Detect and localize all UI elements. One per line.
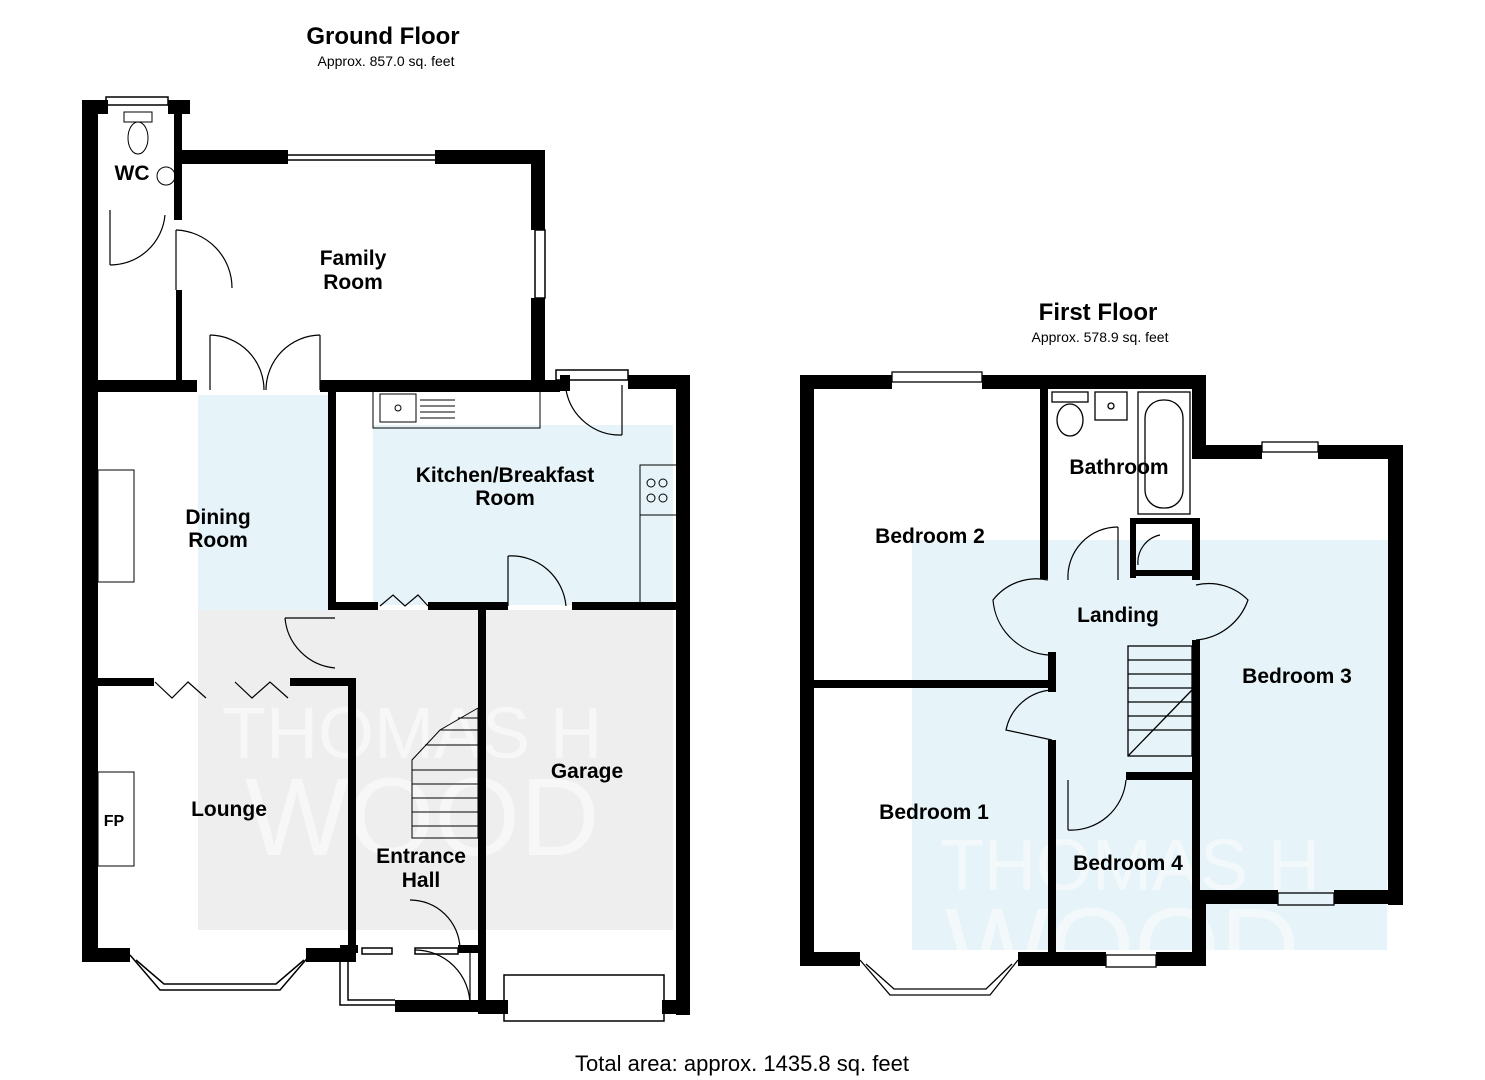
room-entrance-1: Entrance	[376, 845, 466, 868]
first-floor-shading	[912, 540, 1390, 950]
first-floor-fittings	[859, 371, 1335, 996]
room-bedroom-2: Bedroom 2	[875, 525, 985, 548]
ground-floor-shading	[198, 395, 673, 930]
first-floor-doors	[992, 526, 1249, 831]
ground-floor-labels: Ground Floor Approx. 857.0 sq. feet WC F…	[104, 23, 623, 892]
room-bedroom-3: Bedroom 3	[1242, 665, 1352, 688]
ground-floor-windows	[105, 96, 665, 1022]
room-kitchen-2: Room	[475, 487, 535, 510]
room-family-2: Room	[323, 271, 383, 294]
room-entrance-2: Hall	[402, 869, 441, 892]
first-floor-walls	[800, 375, 1403, 966]
fireplace-label: FP	[104, 813, 125, 830]
first-floor-title: First Floor	[1039, 299, 1158, 326]
room-bedroom-4: Bedroom 4	[1073, 852, 1183, 875]
watermark-line2-first: WOOD	[945, 886, 1299, 1009]
room-kitchen-1: Kitchen/Breakfast	[416, 464, 595, 487]
watermark-first: THOMAS H WOOD	[940, 826, 1320, 1009]
room-garage: Garage	[551, 760, 623, 783]
first-floor-labels: First Floor Approx. 578.9 sq. feet Bathr…	[875, 299, 1352, 875]
room-bathroom: Bathroom	[1069, 456, 1168, 479]
room-family-1: Family	[320, 247, 387, 270]
ground-floor-title: Ground Floor	[306, 23, 459, 50]
room-lounge: Lounge	[191, 798, 267, 821]
room-wc: WC	[115, 162, 150, 185]
kitchen-units	[97, 111, 676, 867]
total-area: Total area: approx. 1435.8 sq. feet	[575, 1051, 909, 1076]
ground-floor-doors	[109, 210, 623, 1006]
room-dining-1: Dining	[185, 506, 250, 529]
ground-floor-walls	[82, 100, 690, 1015]
room-landing: Landing	[1077, 604, 1159, 627]
watermark-line2: WOOD	[245, 756, 599, 879]
room-dining-2: Room	[188, 529, 248, 552]
watermark-ground: THOMAS H WOOD	[222, 694, 602, 879]
ground-floor-area: Approx. 857.0 sq. feet	[318, 53, 455, 69]
first-floor-area: Approx. 578.9 sq. feet	[1032, 329, 1169, 345]
room-bedroom-1: Bedroom 1	[879, 801, 989, 824]
